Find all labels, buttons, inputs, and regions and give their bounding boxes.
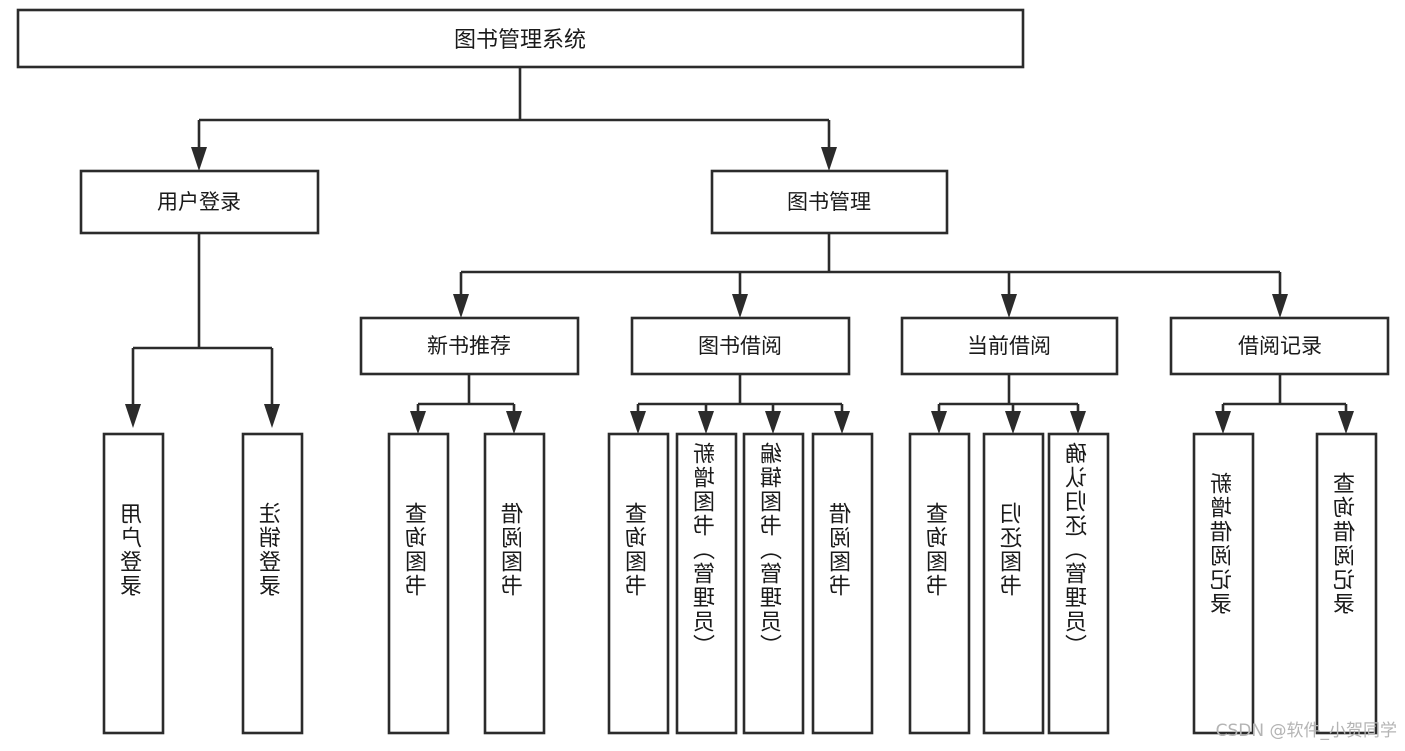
- leaf-box-nb-query-book[interactable]: [387, 432, 450, 735]
- arrowhead-nb-leaf-2: [506, 411, 522, 434]
- leaf-box-bb-edit-book[interactable]: [742, 432, 805, 735]
- arrowhead-cb-leaf-3: [1070, 411, 1086, 434]
- arrowhead-br-leaf-1: [1215, 411, 1231, 434]
- arrowhead-to-new-book: [453, 294, 469, 318]
- node-borrow-record-label: 借阅记录: [1238, 334, 1322, 358]
- node-book-borrow[interactable]: 图书借阅: [630, 316, 851, 376]
- connector-current-borrow-to-leaves: [931, 374, 1086, 434]
- node-user-login-label: 用户登录: [157, 190, 241, 214]
- arrowhead-bb-leaf-2: [698, 411, 714, 434]
- arrowhead-bb-leaf-4: [834, 411, 850, 434]
- node-book-manage-label: 图书管理: [787, 190, 871, 214]
- arrowhead-cb-leaf-2: [1005, 411, 1021, 434]
- arrowhead-to-borrow-record: [1272, 294, 1288, 318]
- node-current-borrow-label: 当前借阅: [967, 334, 1051, 358]
- node-current-borrow-box: [900, 316, 1119, 376]
- node-new-book-recommend[interactable]: 新书推荐: [359, 316, 580, 376]
- connector-new-book-to-leaves: [410, 374, 522, 434]
- node-new-book-recommend-label: 新书推荐: [427, 334, 511, 358]
- leaf-box-bb-query-book[interactable]: [607, 432, 670, 735]
- leaf-box-logout[interactable]: [241, 432, 304, 735]
- leaf-box-br-query-record[interactable]: [1315, 432, 1378, 735]
- node-current-borrow[interactable]: 当前借阅: [900, 316, 1119, 376]
- leaf-box-br-add-record[interactable]: [1192, 432, 1255, 735]
- arrowhead-to-leaf-logout: [264, 404, 280, 428]
- arrowhead-to-leaf-user-login: [125, 404, 141, 428]
- leaf-box-cb-confirm-return[interactable]: [1047, 432, 1110, 735]
- node-new-book-recommend-box: [359, 316, 580, 376]
- arrowhead-bb-leaf-3: [765, 411, 781, 434]
- leaf-box-bb-borrow-book[interactable]: [811, 432, 874, 735]
- arrowhead-to-book-manage: [821, 147, 837, 171]
- arrowhead-to-book-borrow: [732, 294, 748, 318]
- arrowhead-to-current-borrow: [1001, 294, 1017, 318]
- connector-book-borrow-to-leaves: [630, 374, 850, 434]
- node-user-login-box: [79, 169, 320, 235]
- node-user-login[interactable]: 用户登录: [79, 169, 320, 235]
- arrowhead-nb-leaf-1: [410, 411, 426, 434]
- arrowhead-br-leaf-2: [1338, 411, 1354, 434]
- leaf-box-bb-add-book[interactable]: [675, 432, 738, 735]
- leaf-box-cb-query-book[interactable]: [908, 432, 971, 735]
- leaf-box-user-login[interactable]: [102, 432, 165, 735]
- arrowhead-bb-leaf-1: [630, 411, 646, 434]
- connector-root-to-level1: [191, 67, 837, 171]
- arrowhead-to-user-login: [191, 147, 207, 171]
- node-root-system[interactable]: 图书管理系统: [16, 8, 1025, 69]
- node-root-system-box: [16, 8, 1025, 69]
- node-borrow-record[interactable]: 借阅记录: [1169, 316, 1390, 376]
- arrowhead-cb-leaf-1: [931, 411, 947, 434]
- node-root-system-label: 图书管理系统: [454, 28, 586, 53]
- connector-user-login-to-leaves: [125, 233, 280, 428]
- connector-borrow-record-to-leaves: [1215, 374, 1354, 434]
- node-book-manage[interactable]: 图书管理: [710, 169, 949, 235]
- leaf-box-cb-return-book[interactable]: [982, 432, 1045, 735]
- node-book-borrow-label: 图书借阅: [698, 334, 782, 358]
- leaf-box-nb-borrow-book[interactable]: [483, 432, 546, 735]
- connector-book-manage-to-level2: [453, 233, 1288, 318]
